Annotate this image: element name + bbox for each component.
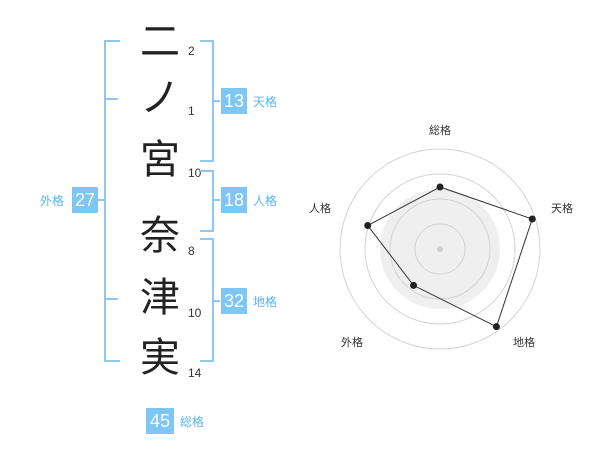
tenkaku-label: 天格 (253, 95, 278, 109)
radar-ring (339, 148, 541, 350)
radar-axis-label-tenkaku: 天格 (551, 201, 573, 215)
radar-point (528, 215, 536, 223)
tenkaku-connector (212, 100, 220, 102)
stroke-count-1: 2 (188, 44, 195, 58)
radar-axis-label-gaikaku: 外格 (341, 335, 363, 349)
radar-center-dot (437, 246, 443, 252)
radar-ring (364, 173, 516, 325)
radar-axis-label-soukaku: 総格 (429, 123, 451, 137)
radar-data-polygon (366, 186, 533, 328)
stroke-count-3: 10 (188, 166, 202, 180)
gaikaku-bracket (104, 40, 120, 362)
jinkaku-label: 人格 (253, 194, 278, 208)
jinkaku-value: 18 (221, 187, 247, 213)
name-char-4: 奈 (140, 213, 180, 259)
radar-point (436, 183, 444, 191)
soukaku-label: 総格 (180, 415, 205, 429)
radar-ring (414, 223, 466, 275)
radar-axis-label-jinkaku: 人格 (309, 201, 331, 215)
jinkaku-connector (212, 199, 220, 201)
gaikaku-inner-tick-bottom (104, 298, 118, 300)
gaikaku-label: 外格 (40, 194, 65, 208)
tenkaku-value: 13 (221, 88, 247, 114)
stroke-count-4: 8 (188, 244, 195, 258)
gaikaku-connector (98, 199, 104, 201)
radar-points (364, 183, 536, 331)
radar-point (364, 222, 372, 230)
name-char-5: 津 (140, 275, 180, 321)
radar-point (492, 323, 500, 331)
soukaku-value: 45 (146, 408, 174, 434)
name-char-2: ノ (140, 75, 180, 121)
radar-point (410, 281, 418, 289)
stroke-count-6: 14 (188, 366, 202, 380)
jinkaku-bracket (200, 170, 214, 232)
name-char-6: 実 (140, 335, 180, 381)
gaikaku-value: 27 (72, 187, 98, 213)
name-char-1: 二 (140, 19, 180, 65)
chikaku-connector (212, 300, 220, 302)
name-char-3: 宮 (140, 137, 180, 183)
radar-axis-label-chikaku: 地格 (513, 335, 535, 349)
chikaku-label: 地格 (253, 295, 278, 309)
chikaku-value: 32 (221, 288, 247, 314)
gaikaku-inner-tick-top (104, 98, 118, 100)
stroke-count-5: 10 (188, 306, 202, 320)
stroke-count-2: 1 (188, 104, 195, 118)
